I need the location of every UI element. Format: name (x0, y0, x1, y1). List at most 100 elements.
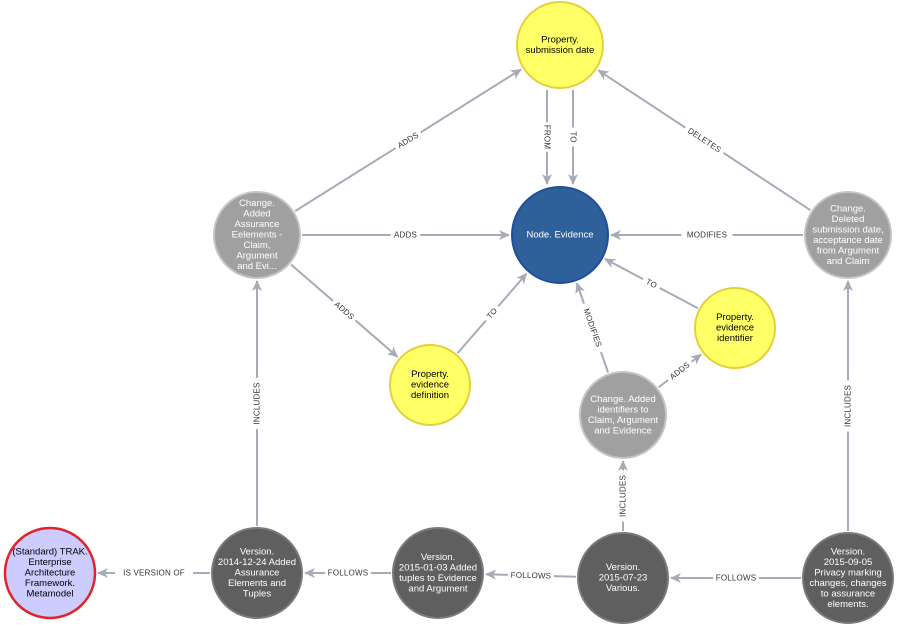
edge-label-background (640, 273, 663, 294)
node-label-line: 2015-01-03 Added (399, 562, 477, 573)
edge-label-includes: INCLUDES (844, 385, 853, 427)
edge-label: DELETES (681, 122, 727, 158)
node-label-line: 2014-12-24 Added (218, 557, 296, 568)
edge-label: FOLLOWS (325, 567, 371, 579)
edge-label-from: FROM (543, 125, 552, 149)
edge-change_deleted-to-node_evidence: MODIFIES (610, 229, 803, 241)
node-label-line: Node. Evidence (526, 230, 593, 241)
edge-label-background (481, 302, 503, 325)
node-label-line: Change. (830, 203, 866, 214)
node-label-line: 2015-07-23 (599, 573, 648, 584)
node-label-line: and Argument (408, 583, 468, 594)
edge-label-background (114, 567, 194, 579)
edge-label-includes: INCLUDES (253, 382, 262, 424)
node-label-line: Property. (541, 34, 579, 45)
node-prop-submission-date[interactable]: Property.submission date (516, 1, 604, 89)
node-label-line: (Standard) TRAK. (12, 547, 87, 558)
edge-label-to: TO (569, 131, 578, 142)
node-label-line: Privacy marking (814, 567, 882, 578)
edge-label-background (664, 357, 696, 385)
node-label-line: Metamodel (27, 589, 74, 600)
node-label-line: Assurance (235, 568, 280, 579)
edge-label-background (251, 377, 263, 430)
node-label-line: Change. (239, 198, 275, 209)
node-label-line: Version. (606, 562, 640, 573)
node-label-line: Enterprise (28, 557, 71, 568)
edge-label-background (392, 127, 424, 154)
edge-label: ADDS (392, 127, 424, 154)
node-circle[interactable] (577, 532, 669, 624)
node-label-line: evidence (411, 380, 449, 391)
edge-label-background (541, 122, 553, 152)
node-circle[interactable] (579, 371, 667, 459)
edge-label: ADDS (664, 357, 696, 385)
node-node-evidence[interactable]: Node. Evidence (511, 186, 609, 284)
edge-label-background (325, 567, 371, 579)
node-label-line: Property. (411, 369, 449, 380)
node-label-line: submission date, (812, 224, 883, 235)
edge-label-deletes: DELETES (686, 126, 723, 154)
edge-prop_evidence_identifier-to-node_evidence: TO (604, 258, 699, 310)
node-circle[interactable] (389, 344, 471, 426)
node-circle[interactable] (213, 191, 301, 279)
edge-version_2015_09-to-change_deleted: INCLUDES (842, 280, 854, 531)
node-label-line: submission date (526, 45, 595, 56)
node-circle[interactable] (211, 527, 303, 619)
edge-change_added-to-prop_submission_date: ADDS (294, 68, 522, 212)
node-label-line: Various. (606, 583, 640, 594)
edge-label-background (507, 568, 555, 583)
edge-label-background (390, 229, 421, 241)
edge-prop_submission_date-to-node_evidence: FROM (541, 90, 553, 185)
node-label-line: and Evidence (594, 425, 652, 436)
node-circle[interactable] (511, 186, 609, 284)
node-label-line: changes, changes (809, 578, 886, 589)
node-label-line: and Evi... (237, 261, 277, 272)
edge-prop_submission_date-to-node_evidence: TO (567, 90, 579, 185)
edge-label: TO (481, 302, 503, 325)
edge-label: FOLLOWS (507, 568, 555, 583)
edge-version_2015_01-to-version_2014: FOLLOWS (304, 567, 391, 579)
edge-label: INCLUDES (251, 377, 263, 430)
node-label-line: elements. (827, 599, 868, 610)
edge-label-background (329, 296, 360, 325)
edge-label: INCLUDES (617, 470, 629, 522)
edge-version_2015_07-to-change_identifiers: INCLUDES (617, 460, 629, 531)
edge-label-includes: INCLUDES (619, 475, 628, 517)
edge-change_deleted-to-prop_submission_date: DELETES (597, 69, 811, 212)
node-label-line: Elements and (228, 578, 286, 589)
edge-label: MODIFIES (681, 229, 733, 241)
edge-label-background (842, 380, 854, 432)
node-circle[interactable] (804, 191, 892, 279)
node-label-line: acceptance date (813, 235, 883, 246)
node-label-line: Deleted (832, 214, 865, 225)
node-label-line: and Claim (827, 256, 870, 267)
edge-version_2014-to-change_added: INCLUDES (251, 280, 263, 526)
node-circle[interactable] (516, 1, 604, 89)
node-label-line: identifiers to (597, 404, 648, 415)
node-circle[interactable] (694, 287, 776, 369)
edge-label-follows: FOLLOWS (511, 570, 552, 580)
node-circle[interactable] (392, 527, 484, 619)
node-label-line: Assurance (235, 219, 280, 230)
node-label-line: 2015-09-05 (824, 557, 873, 568)
node-label-line: from Argument (817, 245, 880, 256)
node-circle[interactable] (802, 532, 894, 624)
edge-label: TO (640, 273, 663, 294)
node-circle[interactable] (3, 526, 97, 620)
edge-label: TO (567, 127, 579, 147)
